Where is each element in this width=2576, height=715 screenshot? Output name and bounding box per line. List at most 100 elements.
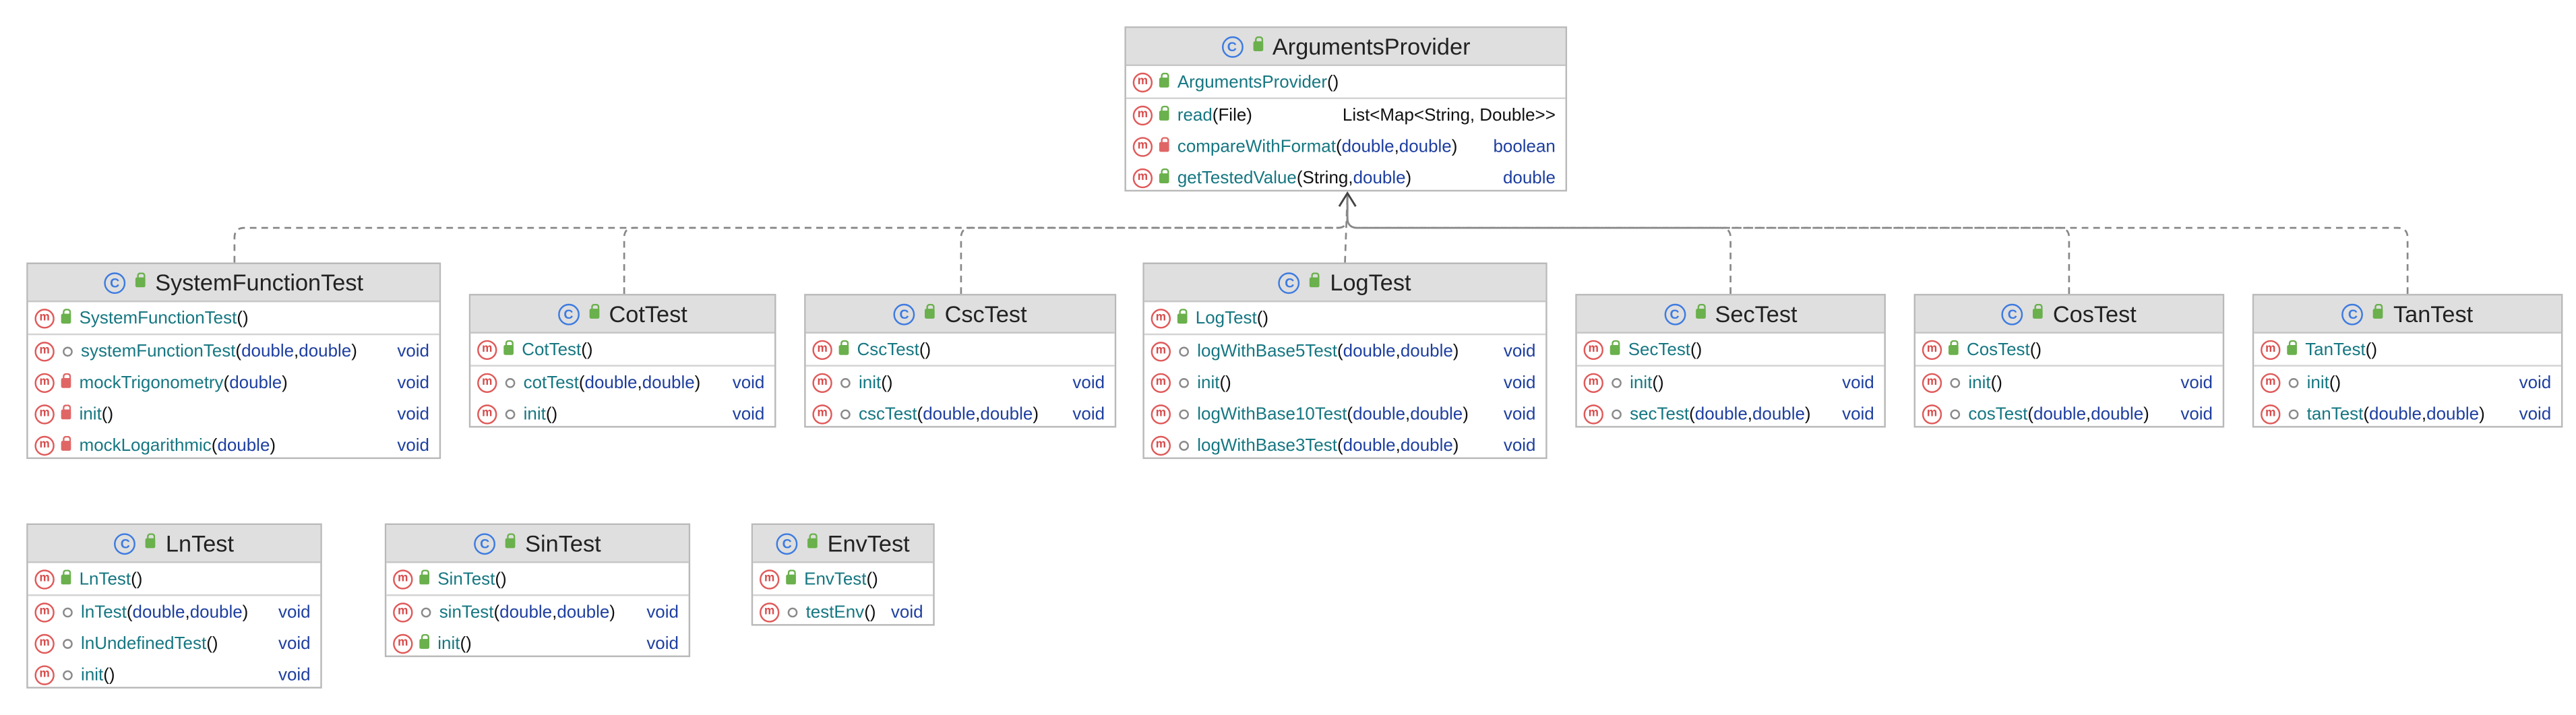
return-type: void — [397, 435, 429, 455]
public-visibility-icon — [2373, 303, 2384, 319]
class-c-icon: C — [776, 532, 798, 554]
paren-close: ) — [501, 569, 507, 589]
return-type: boolean — [1493, 136, 1556, 156]
paren-close: ) — [1451, 136, 1458, 156]
package-visibility-icon — [1179, 377, 1189, 387]
paren-close: ) — [872, 569, 878, 589]
public-visibility-icon — [1177, 307, 1188, 323]
param-type: String — [1302, 167, 1349, 188]
method-m-icon: m — [812, 372, 832, 392]
paren-open: ( — [1335, 136, 1342, 156]
param-type: double — [217, 435, 270, 455]
class-name: SinTest — [525, 530, 601, 557]
param-type: double — [1410, 404, 1463, 424]
package-visibility-icon — [840, 408, 851, 419]
method-name: init — [1197, 372, 1220, 392]
private-visibility-icon — [1159, 136, 1169, 152]
paren-open: ( — [131, 569, 137, 589]
package-visibility-icon — [1950, 408, 1961, 419]
paren-close: ) — [586, 339, 593, 359]
method-name: testEnv — [805, 602, 865, 622]
method-name: CscTest — [857, 339, 919, 359]
return-type: void — [732, 372, 765, 392]
public-visibility-icon — [925, 303, 935, 319]
method-m-icon: m — [34, 569, 55, 589]
param-type: double — [1400, 435, 1453, 455]
paren-close: ) — [282, 372, 288, 392]
method-m-icon: m — [1132, 104, 1153, 125]
method-m-icon: m — [477, 339, 497, 359]
method-name: sinTest — [439, 602, 494, 622]
param-type: double — [1341, 136, 1394, 156]
method-name: logWithBase3Test — [1197, 435, 1338, 455]
package-visibility-icon — [2288, 408, 2299, 419]
param-type: double — [980, 404, 1033, 424]
class-name: LogTest — [1330, 269, 1411, 296]
method-m-icon: m — [1151, 340, 1171, 361]
paren-open: ( — [103, 664, 109, 685]
dependency-arrowhead — [1338, 191, 1357, 208]
param-type: double — [299, 340, 352, 361]
method-m-icon: m — [34, 307, 55, 328]
public-visibility-icon — [589, 303, 599, 319]
class-c-icon: C — [2001, 303, 2023, 325]
paren-open: ( — [2029, 339, 2036, 359]
method-m-icon: m — [1151, 435, 1171, 455]
param-type: double — [1353, 167, 1406, 188]
paren-open: ( — [1296, 167, 1303, 188]
public-visibility-icon — [1609, 339, 1620, 354]
method-m-icon: m — [1583, 404, 1603, 424]
method-m-icon: m — [34, 404, 55, 424]
